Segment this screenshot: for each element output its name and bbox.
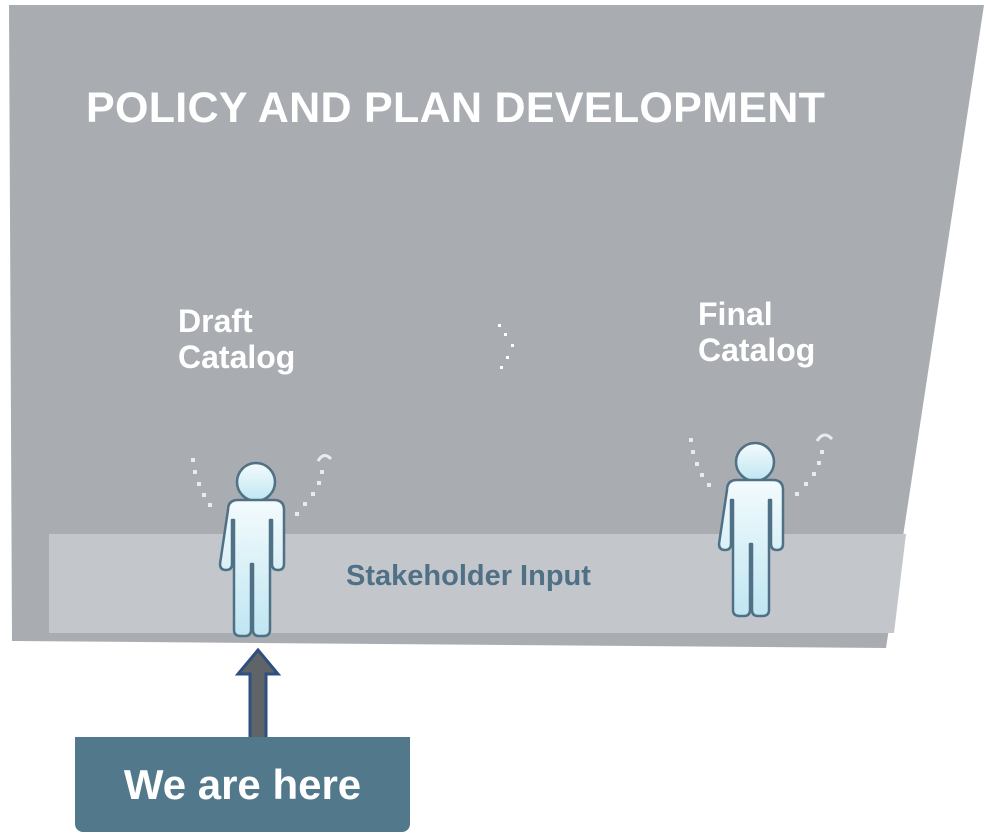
stage-label-line: Catalog [178, 339, 296, 375]
person-icon [218, 461, 286, 638]
stage-label-line: Final [698, 296, 773, 332]
stage-label-line: Draft [178, 303, 253, 339]
stage-label-line: Catalog [698, 332, 816, 368]
motion-lines-right-person [689, 433, 834, 496]
current-position-label: We are here [123, 760, 362, 808]
stage-label-draft-catalog: Draft Catalog [178, 303, 295, 375]
stakeholder-input-label: Stakeholder Input [346, 560, 591, 592]
stage-connector-dots [498, 324, 514, 369]
motion-lines-left-person [191, 454, 333, 516]
current-position-marker: We are here [75, 737, 410, 832]
diagram-title: POLICY AND PLAN DEVELOPMENT [86, 84, 826, 132]
person-icon [717, 441, 785, 618]
stage-label-final-catalog: Final Catalog [698, 296, 815, 368]
up-arrow-icon [234, 647, 282, 742]
